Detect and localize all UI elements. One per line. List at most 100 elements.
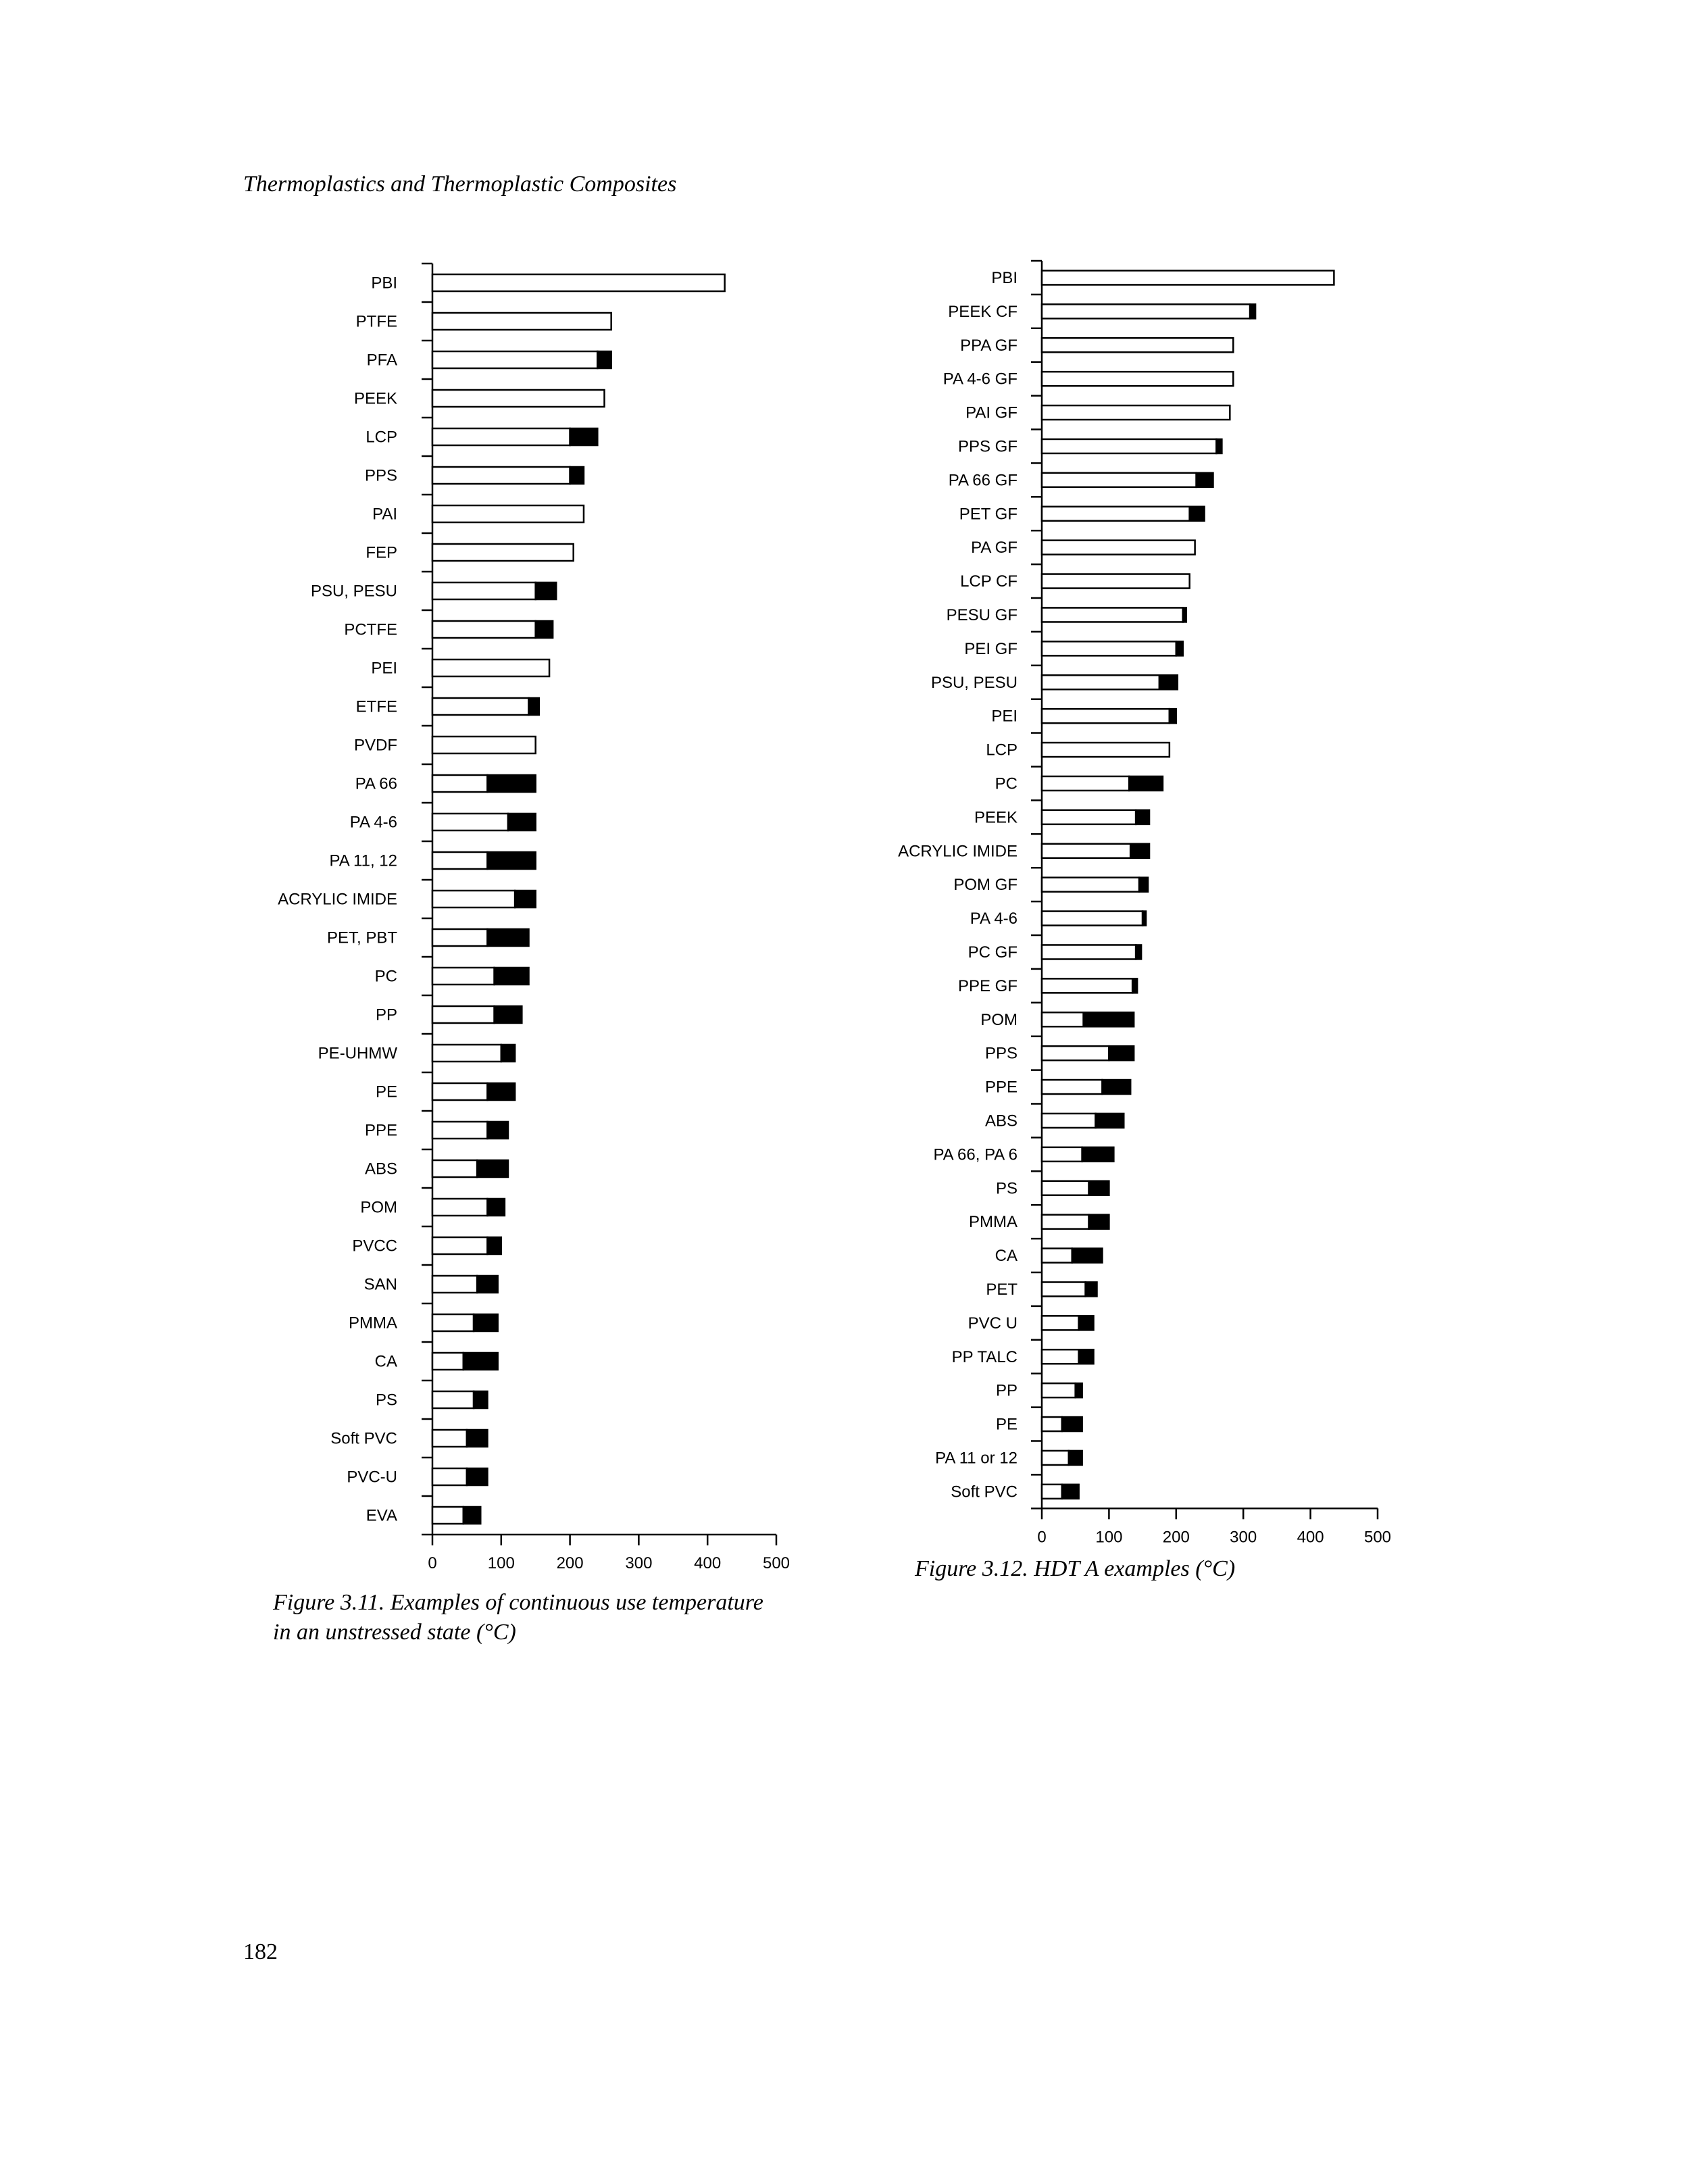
bar-low-segment xyxy=(431,1005,495,1024)
category-label: PEEK CF xyxy=(948,303,1018,321)
category-label: PVDF xyxy=(354,737,397,755)
bar-high-segment xyxy=(1175,641,1184,657)
bar-low-segment xyxy=(1040,1012,1084,1028)
bar-high-segment xyxy=(569,466,585,485)
category-label: PCTFE xyxy=(344,621,397,639)
bar-high-segment xyxy=(1078,1349,1095,1365)
bar-high-segment xyxy=(476,1159,509,1178)
bar-low-segment xyxy=(1040,270,1335,286)
category-label: PVCC xyxy=(352,1237,397,1255)
x-tick-label: 200 xyxy=(1163,1528,1190,1546)
bar-high-segment xyxy=(1195,472,1214,489)
category-label: PA 4-6 GF xyxy=(943,370,1018,389)
bar-low-segment xyxy=(1040,1416,1063,1433)
bar-low-segment xyxy=(431,427,571,447)
x-tick-label: 100 xyxy=(488,1554,515,1572)
bar-low-segment xyxy=(431,1313,475,1333)
bar-high-segment xyxy=(1108,1045,1135,1062)
x-tick-label: 400 xyxy=(694,1554,721,1572)
bar-high-segment xyxy=(528,697,541,716)
category-label: PC GF xyxy=(968,943,1018,962)
bar-low-segment xyxy=(431,928,488,947)
bar-high-segment xyxy=(486,851,536,870)
category-label: PE xyxy=(996,1416,1018,1434)
bar-high-segment xyxy=(1131,978,1138,994)
bar-high-segment xyxy=(513,889,536,909)
category-label: PPE xyxy=(365,1122,397,1140)
category-label: SAN xyxy=(364,1276,397,1294)
bar-low-segment xyxy=(431,774,488,793)
bar-low-segment xyxy=(1040,843,1132,859)
category-label: PEEK xyxy=(974,808,1018,826)
bar-low-segment xyxy=(431,658,551,678)
bar-high-segment xyxy=(534,581,557,601)
bar-low-segment xyxy=(431,581,536,601)
category-label: PET GF xyxy=(959,505,1018,523)
bar-high-segment xyxy=(1134,809,1151,826)
category-label: PPS xyxy=(985,1045,1018,1063)
category-label: ABS xyxy=(365,1160,397,1178)
category-label: PFA xyxy=(367,351,397,370)
category-label: PPA GF xyxy=(960,337,1018,355)
bar-low-segment xyxy=(1040,370,1234,387)
category-label: PA 66, PA 6 xyxy=(933,1145,1018,1164)
category-label: CA xyxy=(995,1247,1018,1265)
category-label: EVA xyxy=(366,1507,397,1525)
bar-low-segment xyxy=(1040,978,1134,994)
bar-high-segment xyxy=(1084,1281,1098,1297)
category-label: PAI GF xyxy=(965,404,1018,422)
bar-high-segment xyxy=(1081,1146,1115,1163)
x-tick-label: 300 xyxy=(1230,1528,1257,1546)
bar-low-segment xyxy=(1040,1281,1086,1297)
bar-low-segment xyxy=(431,735,536,755)
category-label: PA 66 xyxy=(355,775,397,793)
category-label: PA GF xyxy=(971,539,1018,557)
bar-low-segment xyxy=(431,350,599,370)
category-label: ACRYLIC IMIDE xyxy=(278,891,397,909)
bar-high-segment xyxy=(486,774,536,793)
bar-high-segment xyxy=(486,1082,516,1101)
bar-high-segment xyxy=(466,1428,488,1448)
category-label: PA 11, 12 xyxy=(329,852,397,870)
bar-low-segment xyxy=(1040,1247,1073,1264)
bar-low-segment xyxy=(1040,573,1190,589)
category-label: PVC-U xyxy=(347,1468,397,1487)
category-label: PP xyxy=(376,1006,397,1024)
bar-high-segment xyxy=(486,1236,503,1255)
bar-high-segment xyxy=(507,812,536,832)
category-label: PEI GF xyxy=(964,640,1018,658)
category-label: Soft PVC xyxy=(330,1430,397,1448)
category-label: PEI xyxy=(371,660,397,678)
bar-low-segment xyxy=(1040,1045,1110,1062)
bar-high-segment xyxy=(1215,438,1223,455)
category-label: PC xyxy=(995,774,1018,793)
bar-high-segment xyxy=(462,1351,499,1371)
figure-3-11-caption: Figure 3.11. Examples of continuous use … xyxy=(273,1590,763,1645)
category-label: PBI xyxy=(371,274,397,293)
bar-low-segment xyxy=(431,1428,468,1448)
bar-high-segment xyxy=(1061,1483,1080,1500)
bar-low-segment xyxy=(431,273,726,293)
bar-low-segment xyxy=(1040,741,1171,758)
bar-high-segment xyxy=(1061,1416,1083,1433)
bar-low-segment xyxy=(1040,775,1130,792)
category-label: PEI xyxy=(991,707,1018,726)
bar-high-segment xyxy=(1074,1382,1083,1399)
bar-low-segment xyxy=(1040,1146,1083,1163)
x-tick-label: 500 xyxy=(1364,1528,1391,1546)
category-label: PE-UHMW xyxy=(318,1045,398,1063)
bar-low-segment xyxy=(431,812,509,832)
bar-low-segment xyxy=(1040,438,1217,455)
category-label: PEEK xyxy=(354,390,397,408)
category-label: PC xyxy=(375,968,397,986)
bar-low-segment xyxy=(431,543,574,562)
page-number: 182 xyxy=(243,1939,278,1964)
bar-high-segment xyxy=(1071,1247,1103,1264)
bar-low-segment xyxy=(1040,1382,1076,1399)
running-head: Thermoplastics and Thermoplastic Composi… xyxy=(243,172,677,197)
bar-low-segment xyxy=(431,1043,503,1063)
category-label: PMMA xyxy=(349,1314,397,1333)
category-label: PA 66 GF xyxy=(949,471,1018,489)
bar-low-segment xyxy=(1040,641,1178,657)
